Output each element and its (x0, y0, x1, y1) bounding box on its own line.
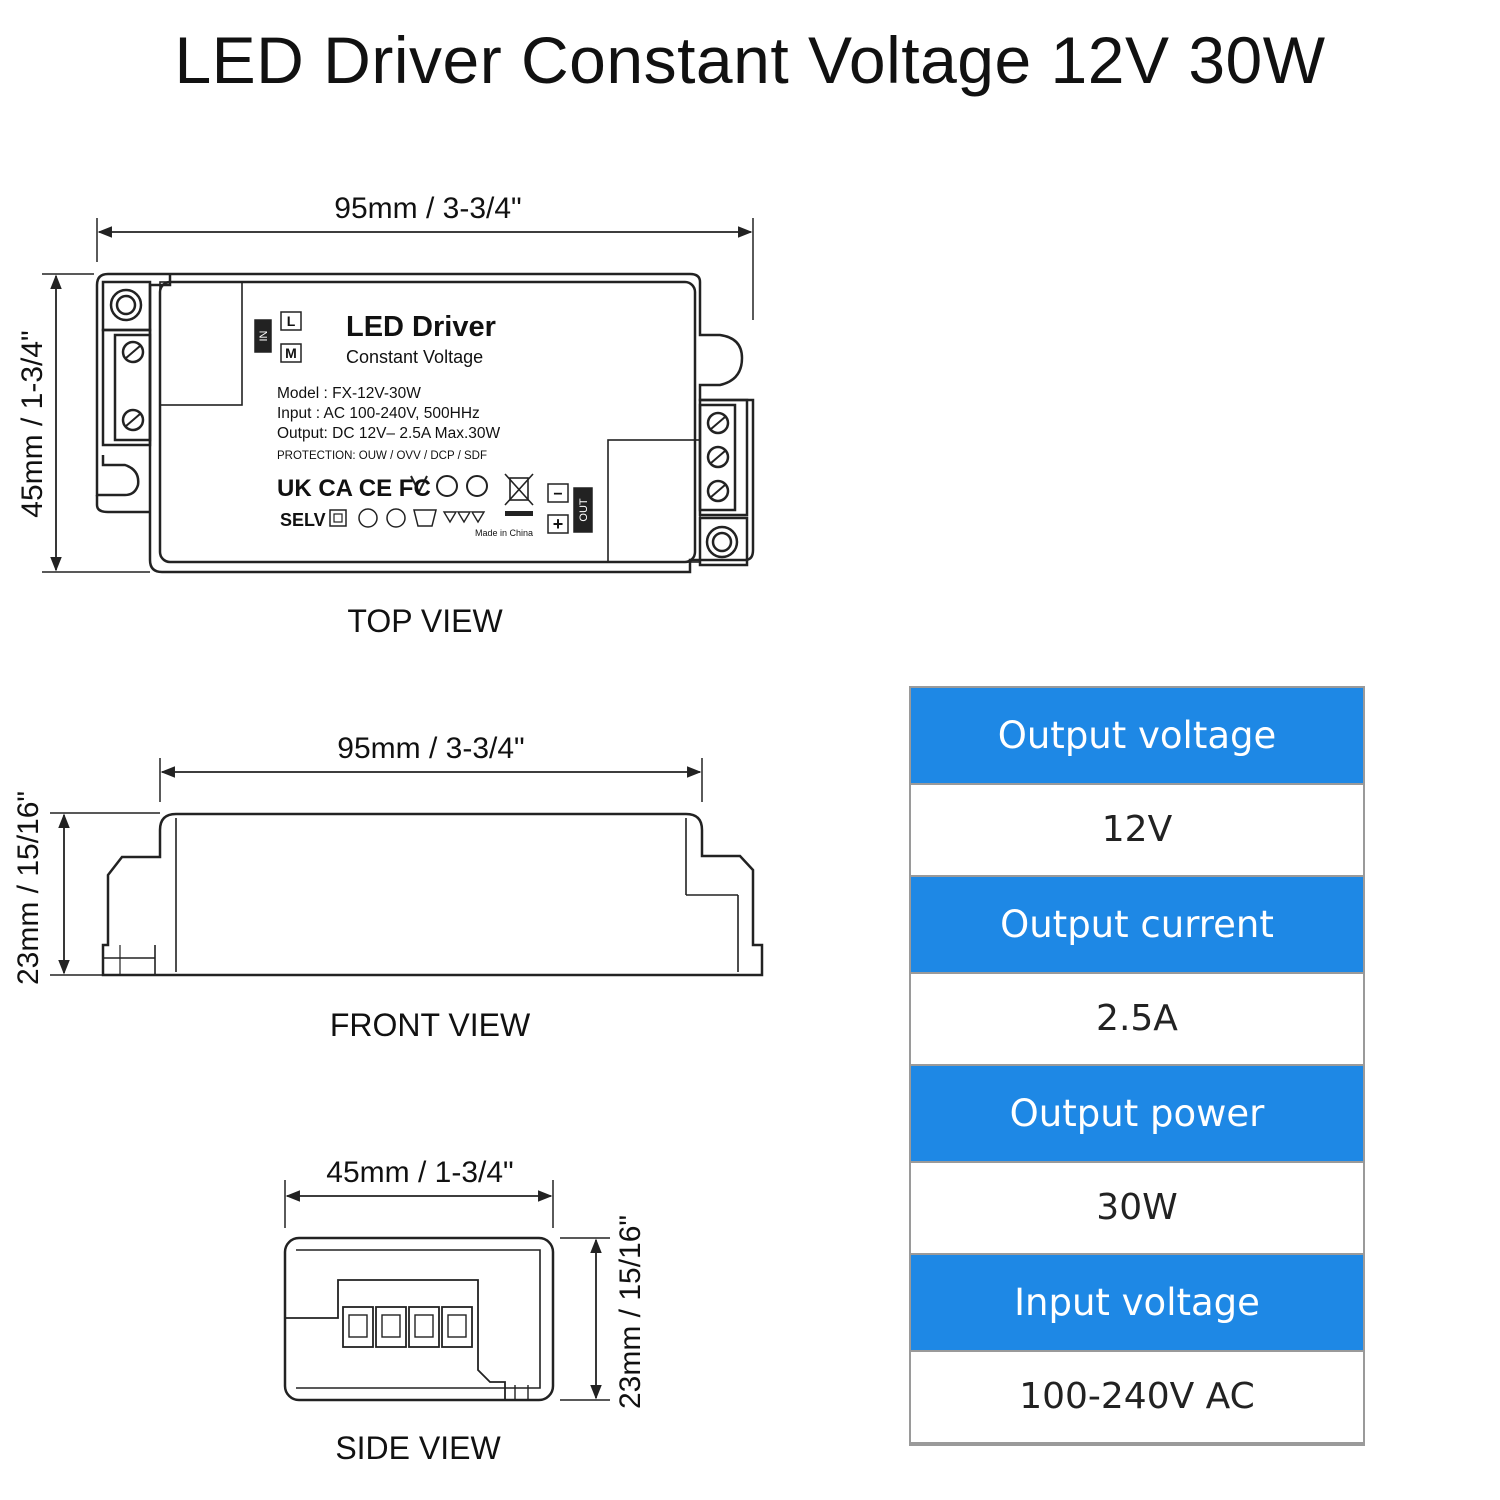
plus-mark: + (553, 514, 564, 534)
front-width-label: 95mm / 3-3/4" (337, 732, 524, 765)
top-width-label: 95mm / 3-3/4" (334, 192, 521, 225)
side-height-label: 23mm / 15/16" (614, 1215, 647, 1409)
recycle-icon (436, 475, 458, 497)
label-input: Input : AC 100-240V, 500HHz (277, 405, 480, 422)
side-view (283, 1180, 610, 1402)
spec-table: Output voltage 12V Output current 2.5A O… (909, 686, 1365, 1446)
spec-value-output-current: 2.5A (911, 971, 1363, 1066)
ten-year-icon (466, 475, 488, 497)
spec-header-output-power: Output power (911, 1066, 1363, 1161)
spec-value-output-power: 30W (911, 1160, 1363, 1255)
double-insulation-icon (329, 509, 347, 527)
check-icon (410, 475, 428, 495)
top-view (42, 218, 755, 574)
page-title: LED Driver Constant Voltage 12V 30W (174, 23, 1326, 97)
l-terminal-mark: L (287, 313, 296, 329)
label-made-in: Made in China (475, 528, 533, 538)
label-selv: SELV (280, 510, 326, 530)
spec-header-input-voltage: Input voltage (911, 1255, 1363, 1350)
weee-bin-icon (509, 477, 529, 501)
top-height-label: 45mm / 1-3/4" (16, 330, 49, 517)
spec-header-output-current: Output current (911, 877, 1363, 972)
side-width-label: 45mm / 1-3/4" (326, 1156, 513, 1189)
top-view-caption: TOP VIEW (347, 603, 503, 639)
spec-header-output-voltage: Output voltage (911, 688, 1363, 783)
spec-value-output-voltage: 12V (911, 782, 1363, 877)
independent-icon (413, 509, 437, 527)
minus-mark: − (553, 486, 562, 503)
front-view-caption: FRONT VIEW (330, 1007, 531, 1043)
m-terminal-mark: M (285, 345, 297, 361)
out-side-mark: OUT (578, 498, 590, 522)
label-output: Output: DC 12V– 2.5A Max.30W (277, 425, 501, 442)
fuse-icon (358, 508, 378, 528)
label-subtitle: Constant Voltage (346, 347, 483, 367)
front-height-label: 23mm / 15/16" (12, 791, 45, 985)
label-model: Model : FX-12V-30W (277, 385, 421, 402)
certification-marks: UK CA CE FC (277, 475, 431, 502)
side-view-caption: SIDE VIEW (335, 1430, 501, 1466)
front-view (50, 758, 764, 977)
in-side-mark: IN (258, 330, 270, 341)
spec-value-input-voltage: 100-240V AC (911, 1349, 1363, 1444)
label-brand: LED Driver (346, 311, 496, 343)
furniture-mount-icon (442, 511, 486, 524)
label-protection: PROTECTION: OUW / OVV / DCP / SDF (277, 450, 487, 462)
thermal-icon (386, 508, 406, 528)
